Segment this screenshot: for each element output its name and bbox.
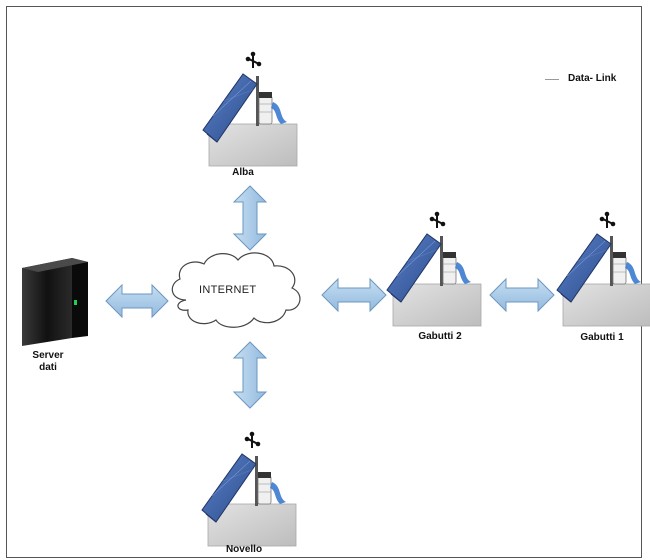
legend-label: Data- Link	[568, 73, 617, 84]
arrow-server-internet	[105, 283, 169, 319]
station-label-alba: Alba	[232, 167, 254, 178]
station-label-gabutti2: Gabutti 2	[418, 331, 462, 342]
diagram-frame	[6, 6, 642, 558]
server-label-line1: Server	[32, 350, 64, 361]
arrow-alba-internet	[232, 185, 268, 251]
server-icon	[22, 258, 88, 346]
arrow-internet-novello	[232, 341, 268, 409]
server-label-line2: dati	[39, 362, 57, 373]
station-label-novello: Novello	[225, 544, 263, 555]
station-label-gabutti1: Gabutti 1	[580, 332, 624, 343]
legend-line	[545, 79, 559, 80]
station-novello-icon	[201, 430, 297, 547]
station-gabutti1-icon	[556, 210, 650, 327]
station-alba-icon	[202, 50, 298, 168]
arrow-internet-gabutti2	[321, 277, 387, 313]
station-gabutti2-icon	[386, 210, 482, 327]
arrow-gabutti2-gabutti1	[489, 277, 555, 313]
internet-label: INTERNET	[199, 284, 257, 296]
internet-cloud-icon	[171, 252, 301, 328]
